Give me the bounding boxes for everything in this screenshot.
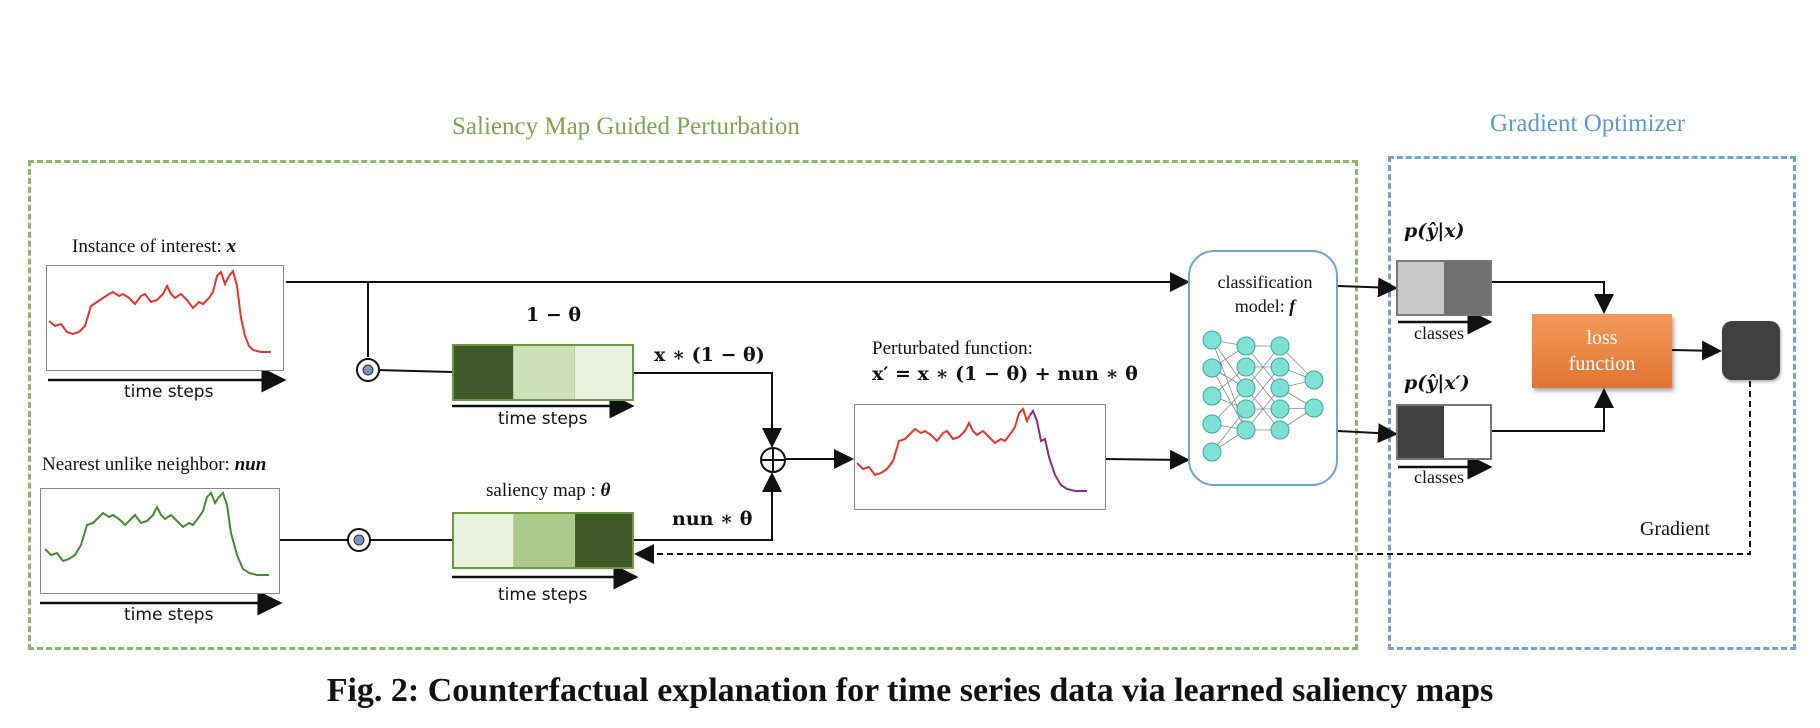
saliency-map-strip xyxy=(452,512,634,569)
perturbated-function-label: Perturbated function: xyxy=(872,338,1033,359)
instance-time-steps-label: time steps xyxy=(124,382,214,402)
model-label: classification model: f xyxy=(1217,272,1313,316)
sum-operator xyxy=(760,447,786,473)
prob-x-bar xyxy=(1396,260,1492,316)
classification-model: classification model: f xyxy=(1188,250,1338,486)
saliency-map-label: saliency map : θ xyxy=(486,480,611,501)
class-cell xyxy=(1398,262,1444,314)
optimizer-output-box xyxy=(1722,321,1780,380)
lower-strip-time-steps-label: time steps xyxy=(498,585,588,605)
perturbated-plot xyxy=(854,404,1106,510)
perturbation-section-title: Saliency Map Guided Perturbation xyxy=(452,113,800,140)
mask-cell xyxy=(575,514,632,567)
figure-caption: Fig. 2: Counterfactual explanation for t… xyxy=(326,672,1494,709)
prob-xprime-bar xyxy=(1396,404,1492,460)
instance-label: Instance of interest: x xyxy=(72,236,237,257)
mask-cell xyxy=(575,346,632,399)
neural-network-icon xyxy=(1202,330,1324,462)
one-minus-theta-label: 1 − θ xyxy=(526,304,582,326)
perturbated-function-formula: x′ = x ∗ (1 − θ) + nun ∗ θ xyxy=(872,363,1138,385)
class-cell xyxy=(1398,406,1444,458)
classes-label-upper: classes xyxy=(1414,323,1464,343)
instance-plot xyxy=(46,265,284,371)
class-cell xyxy=(1444,262,1490,314)
optimizer-section-title: Gradient Optimizer xyxy=(1490,110,1686,137)
mask-cell xyxy=(514,514,575,567)
mask-cell xyxy=(514,346,575,399)
mask-cell xyxy=(454,346,514,399)
nun-times-mask-label: nun ∗ θ xyxy=(672,508,753,530)
prob-x-label: p(ŷ|x) xyxy=(1404,220,1465,242)
nun-label: Nearest unlike neighbor: nun xyxy=(42,454,267,475)
nun-time-steps-label: time steps xyxy=(124,605,214,625)
mask-cell xyxy=(454,514,514,567)
gradient-label: Gradient xyxy=(1640,518,1710,540)
upper-strip-time-steps-label: time steps xyxy=(498,409,588,429)
perturbation-section-frame xyxy=(28,160,1358,650)
nun-plot xyxy=(40,488,280,594)
classes-label-lower: classes xyxy=(1414,467,1464,487)
one-minus-theta-strip xyxy=(452,344,634,401)
class-cell xyxy=(1444,406,1490,458)
multiply-operator-upper xyxy=(356,358,380,382)
x-times-mask-label: x ∗ (1 − θ) xyxy=(654,344,765,366)
optimizer-section-frame xyxy=(1388,156,1796,650)
multiply-operator-lower xyxy=(347,528,371,552)
prob-xprime-label: p(ŷ|x′) xyxy=(1404,372,1470,394)
